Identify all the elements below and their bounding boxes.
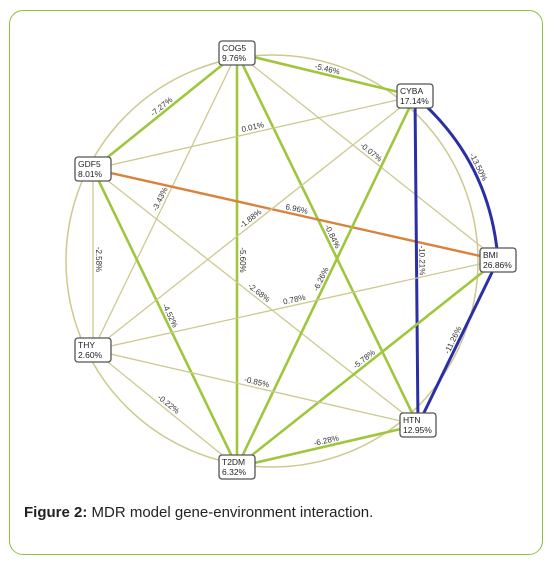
node-name: BMI [483,250,498,260]
edge-gdf5-bmi [92,167,499,262]
edge-gdf5-htn [92,168,419,426]
node-value: 2.60% [78,350,103,360]
outer-ring [65,54,479,468]
node-value: 12.95% [403,425,432,435]
edge-cyba-bmi [414,94,500,261]
node-name: HTN [403,415,420,425]
edge-label: -2.58% [94,247,103,272]
node-box [74,337,112,363]
edge-label: -5.60% [238,247,247,272]
edge-label: 0.78% [282,293,306,307]
edge-bmi-thy [92,259,499,351]
edge-thy-t2dm [92,349,238,468]
node-value: 6.32% [222,467,247,477]
node-value: 9.76% [222,53,247,63]
caption-label: Figure 2: [24,504,88,521]
figure-caption: Figure 2: MDR model gene-environment int… [24,504,373,521]
edge-cyba-thy [92,95,416,351]
edge-label: -10.21% [417,246,426,276]
node-box [399,412,437,438]
edge-cyba-t2dm [235,95,417,468]
edge-thy-htn [92,349,419,426]
edge-cyba-htn [413,95,420,426]
edge-t2dm-htn [236,423,419,469]
node-box [396,83,434,109]
node-name: GDF5 [78,159,101,169]
node-value: 17.14% [400,96,429,106]
edge-cog5-thy [92,52,238,351]
node-name: T2DM [222,457,245,467]
edge-gdf5-cyba [92,95,416,170]
edge-bmi-t2dm [236,258,499,469]
edge-bmi-htn [416,259,500,426]
node-name: CYBA [400,86,423,96]
edge-cog5-bmi [236,52,499,261]
node-value: 8.01% [78,169,103,179]
edge-cog5-cyba [236,51,416,98]
edge-cog5-gdf5 [92,51,238,171]
edge-label: 0.01% [241,120,265,134]
edge-cog5-htn [235,52,420,426]
node-box [74,156,112,182]
node-box [218,454,256,480]
node-box [218,40,256,66]
node-name: THY [78,340,95,350]
node-box [479,247,517,273]
caption-text: MDR model gene-environment interaction. [87,504,374,521]
node-value: 26.86% [483,260,512,270]
edge-gdf5-t2dm [91,168,239,468]
edge-layer [91,51,500,469]
figure-frame [9,10,543,555]
node-name: COG5 [222,43,246,53]
